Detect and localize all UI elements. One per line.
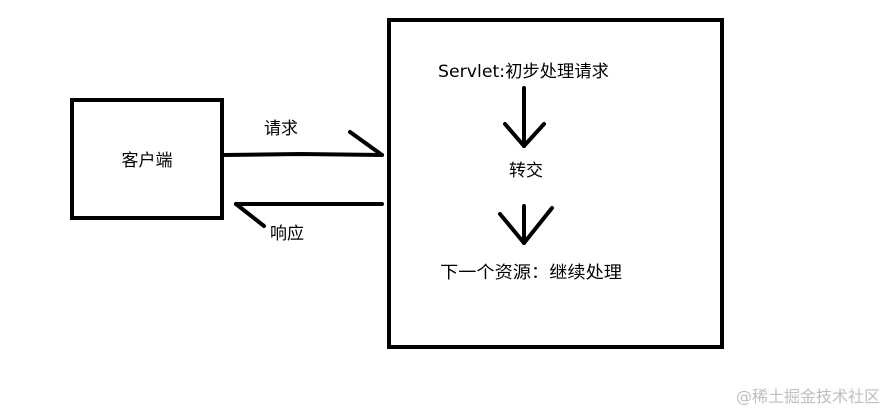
response-arrow: 响应 — [234, 202, 384, 244]
forward-step-label: 转交 — [509, 161, 543, 181]
client-label: 客户端 — [122, 151, 173, 171]
response-label: 响应 — [270, 224, 304, 244]
request-arrow-line — [222, 152, 384, 157]
server-box — [387, 18, 724, 349]
client-node: 客户端 — [70, 98, 224, 220]
server-node: Servlet:初步处理请求 转交 下一个资源：继续处理 — [387, 18, 724, 349]
next-resource-label: 下一个资源：继续处理 — [440, 263, 622, 283]
request-label: 请求 — [264, 119, 298, 139]
down-arrow-1 — [503, 86, 546, 148]
request-arrow-head — [348, 130, 384, 157]
request-arrow: 请求 — [222, 119, 384, 157]
client-box — [70, 98, 224, 220]
response-arrow-head — [234, 202, 266, 228]
down-arrow-2 — [498, 204, 554, 245]
watermark-text: @稀土掘金技术社区 — [736, 387, 880, 406]
servlet-step-label: Servlet:初步处理请求 — [438, 62, 609, 82]
